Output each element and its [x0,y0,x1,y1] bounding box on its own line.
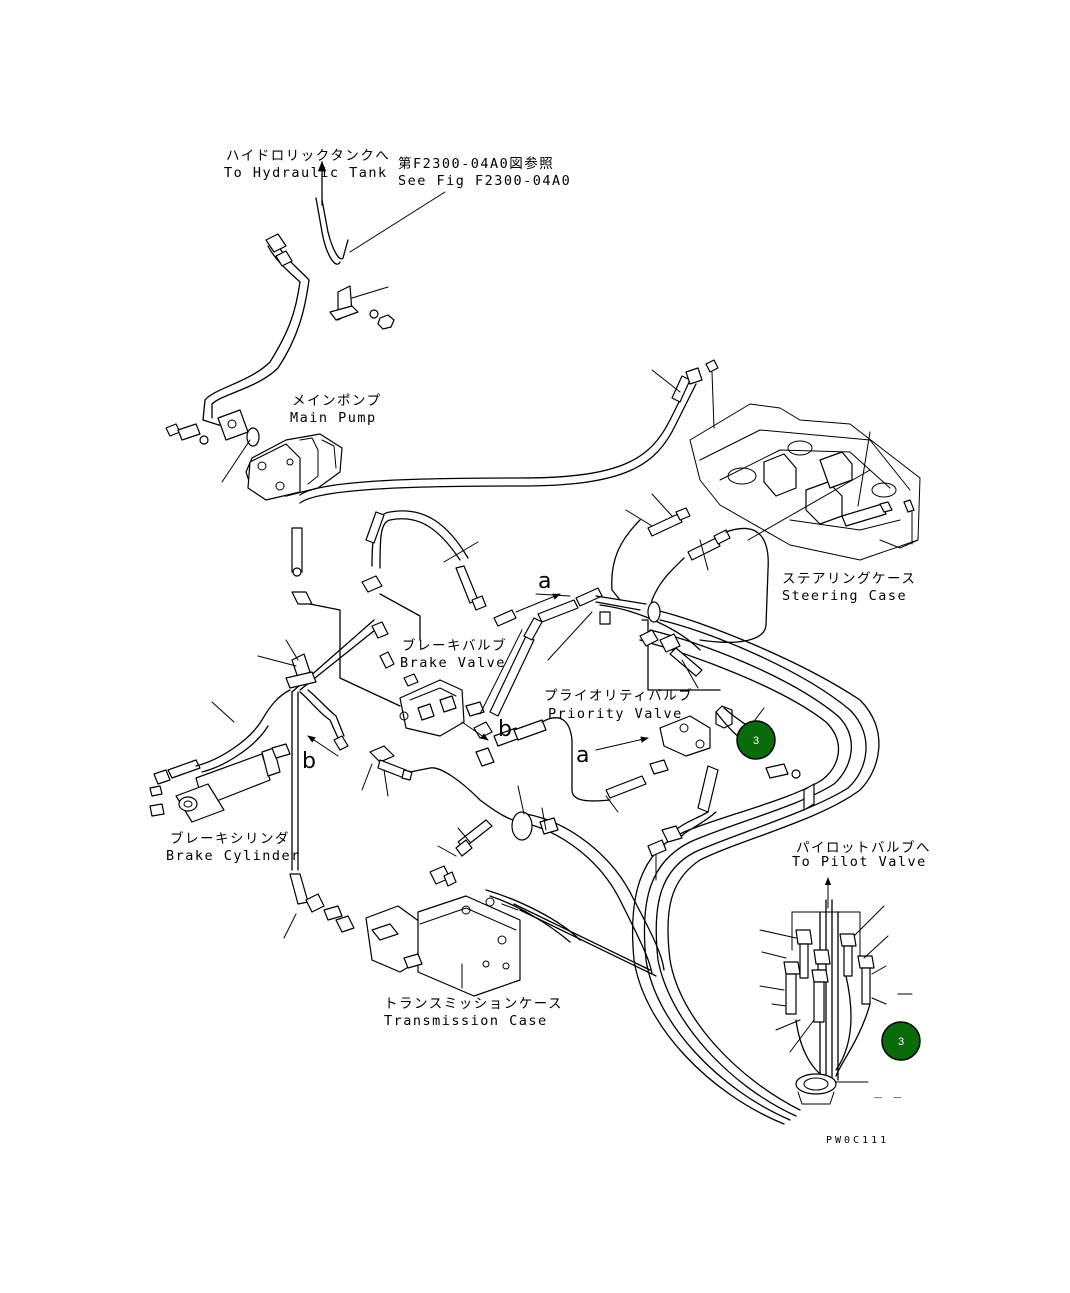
badge-label: 3 [753,735,759,747]
dash-mark: _ _ [874,1083,903,1099]
brake-cylinder [149,639,349,939]
pilot-valve-label-ja: パイロットバルブへ [796,839,931,856]
hydraulic-tank-label-en: To Hydraulic Tank [224,165,388,181]
brake-valve-group [291,510,647,802]
tank-return-pipe [202,160,446,427]
see-fig-label-en: See Fig F2300-04A0 [398,173,571,189]
arrow-label-b-left: b [302,749,316,774]
brake-cylinder-label-en: Brake Cylinder [166,848,301,864]
brake-cylinder-label-ja: ブレーキシリンダ [170,830,290,847]
steering-case-label-en: Steering Case [782,588,907,604]
arrow-label-a-top: a [538,569,551,594]
main-pump-label-ja: メインポンプ [292,393,382,409]
brake-valve-label-en: Brake Valve [400,655,506,671]
transmission-case-label-ja: トランスミッションケース [384,996,563,1012]
center-fittings [335,745,665,975]
arrow-label-b-right: b [498,717,512,742]
priority-valve [595,619,815,881]
priority-valve-label-ja: プライオリティバルブ [544,687,693,704]
pilot-valve-connectors [759,877,913,1105]
brake-valve-label-ja: ブレーキバルブ [402,637,507,654]
steering-case [689,403,921,561]
main-pump-label-en: Main Pump [290,410,377,426]
steering-supply-hose [299,359,719,504]
callout-badge[interactable]: 3 [736,720,776,760]
transmission-case [365,889,657,997]
steering-hoses [611,493,769,643]
arrow-label-a-bottom: a [576,743,589,768]
hydraulic-tank-label-ja: ハイドロリックタンクへ [226,148,390,164]
figure-code: PW0C111 [826,1135,889,1146]
transmission-case-label-en: Transmission Case [384,1013,548,1029]
see-fig-label-ja: 第F2300-04A0図参照 [398,155,554,172]
pilot-valve-label-en: To Pilot Valve [792,854,927,870]
pilot-hose-bundle [599,601,880,1125]
callout-badge[interactable]: 3 [881,1021,921,1061]
annotations: ハイドロリックタンクへ To Hydraulic Tank 第F2300-04A… [166,148,931,1146]
steering-case-label-ja: ステアリングケース [782,571,916,587]
main-pump [165,409,343,501]
priority-valve-label-en: Priority Valve [548,706,683,722]
badge-label: 3 [898,1036,904,1048]
